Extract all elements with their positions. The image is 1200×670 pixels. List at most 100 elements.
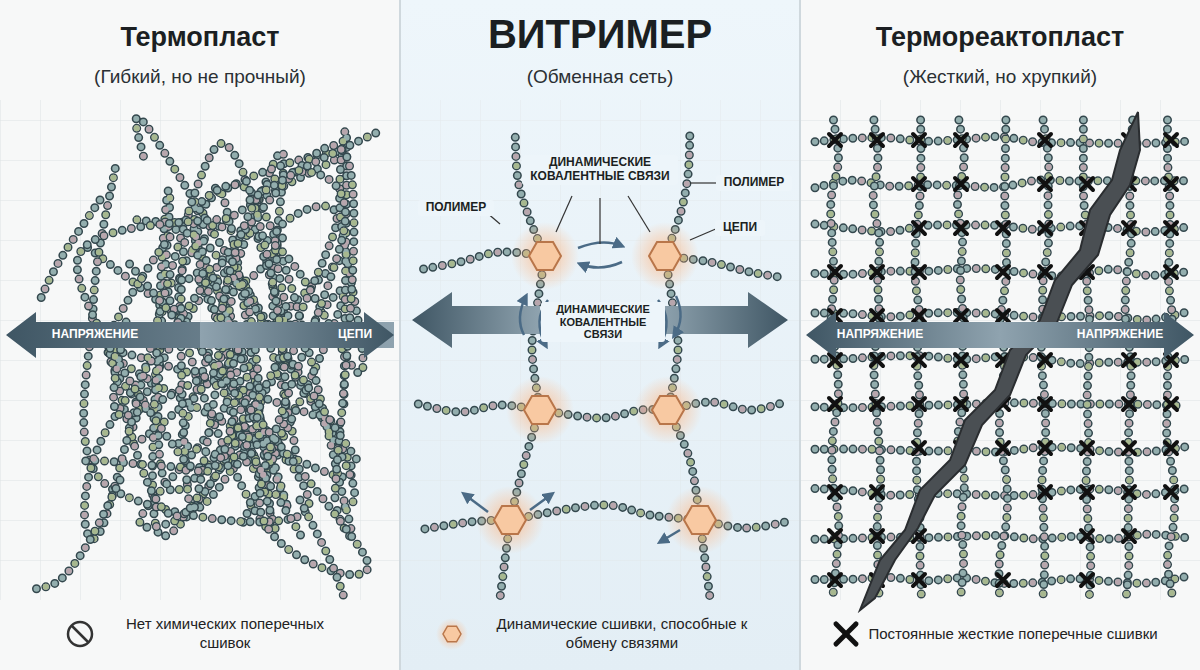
crosslink-x (997, 442, 1009, 454)
stroke (250, 132, 378, 200)
stroke (40, 200, 100, 300)
panel-heading: Термореактопласт (800, 22, 1200, 53)
crosslink-x (829, 398, 841, 410)
crosslink-x (997, 266, 1009, 278)
stroke (300, 500, 345, 600)
hexagon (529, 242, 561, 270)
crosslink-x (1165, 442, 1177, 454)
stress-arrow (6, 312, 394, 358)
glow (511, 222, 579, 290)
crosslink-x (1081, 178, 1093, 190)
hex-icon (436, 618, 468, 650)
stroke (250, 132, 378, 200)
crosslink-x (1039, 134, 1051, 146)
crosslink-x (955, 178, 967, 190)
crosslink-x (1081, 442, 1093, 454)
crosslink-x (1123, 354, 1135, 366)
legend-text: Нет химических поперечных сшивок (100, 615, 350, 653)
crosslink-x (829, 266, 841, 278)
stroke (1083, 120, 1090, 600)
panel-subtitle: (Жесткий, но хрупкий) (800, 66, 1200, 88)
callout-label: ЦЕПИ (715, 220, 765, 236)
stroke (130, 172, 369, 575)
crosslink-x (1165, 266, 1177, 278)
crosslink-x (871, 398, 883, 410)
crosslink-x (997, 222, 1009, 234)
legend-text: Динамические сшивки, способные к обмену … (472, 615, 772, 653)
callout-label: ДИНАМИЧЕСКИЕ КОВАЛЕНТНЫЕ СВЯЗИ (541, 302, 665, 342)
crosslink-x (1039, 266, 1051, 278)
stroke (40, 200, 100, 300)
stroke (1083, 120, 1090, 600)
arrow-label: НАПРЯЖЕНИЕ (1060, 328, 1180, 342)
stroke (1083, 120, 1090, 600)
exchange-arrows (464, 242, 681, 542)
crosslink-x (1081, 486, 1093, 498)
crosslink-x (1123, 398, 1135, 410)
crosslink-x (1039, 222, 1051, 234)
glow (666, 486, 734, 554)
crosslink-x (871, 310, 883, 322)
bead-chain (300, 500, 345, 600)
crosslink-x (871, 266, 883, 278)
panel-heading: Термопласт (0, 22, 400, 53)
crosslink-x (1081, 574, 1093, 586)
crosslink-x (1123, 530, 1135, 542)
stroke (40, 200, 100, 300)
stroke (1083, 120, 1090, 600)
crosslink-x (1081, 530, 1093, 542)
glow (476, 486, 544, 554)
crosslink-x (829, 530, 841, 542)
glow (506, 376, 574, 444)
stroke (250, 132, 378, 200)
crosslink-x (1165, 222, 1177, 234)
crosslink-x (913, 574, 925, 586)
crosslink-x (913, 354, 925, 366)
crosslink-x (955, 398, 967, 410)
crosslink-x (1165, 178, 1177, 190)
arrow-label: НАПРЯЖЕНИЕ (820, 328, 940, 342)
hexagon (494, 506, 526, 534)
crosslink-x (955, 354, 967, 366)
crosslink-x (829, 134, 841, 146)
crosslink-x (913, 442, 925, 454)
crosslink-x (955, 134, 967, 146)
hexagon (684, 506, 716, 534)
panel-subtitle: (Гибкий, но не прочный) (0, 66, 400, 88)
stroke (130, 172, 369, 575)
hexagon (649, 242, 681, 270)
callout-label: ДИНАМИЧЕСКИЕ КОВАЛЕНТНЫЕ СВЯЗИ (522, 155, 678, 185)
crosslink-x (913, 310, 925, 322)
stroke (30, 480, 120, 590)
no-crosslink-icon (68, 622, 92, 646)
stroke (300, 500, 345, 600)
crosslink-x (913, 222, 925, 234)
arrow-label: ЦЕПИ (325, 328, 385, 342)
stroke (130, 172, 369, 575)
bead-chain (130, 172, 369, 575)
crosslink-x (913, 266, 925, 278)
crosslink-x (829, 574, 841, 586)
bead-chain (30, 480, 120, 590)
stroke (300, 500, 345, 600)
crosslink-x (913, 134, 925, 146)
crosslink-x (871, 354, 883, 366)
crosslink-x (1165, 486, 1177, 498)
panel-subtitle: (Обменная сеть) (400, 66, 800, 88)
crosslink-x (997, 574, 1009, 586)
stroke (30, 480, 120, 590)
crosslink-x (913, 398, 925, 410)
crosslink-x (1165, 398, 1177, 410)
crosslink-x (913, 178, 925, 190)
grid (0, 100, 400, 600)
crosslink-x (1039, 442, 1051, 454)
crosslink-x (1123, 486, 1135, 498)
hexagon (524, 396, 556, 424)
crosslink-x (1123, 442, 1135, 454)
callout-label: ПОЛИМЕР (418, 200, 494, 216)
stroke (30, 480, 120, 590)
crack (860, 112, 1140, 610)
crosslink-x (1165, 134, 1177, 146)
grid (800, 100, 1200, 600)
